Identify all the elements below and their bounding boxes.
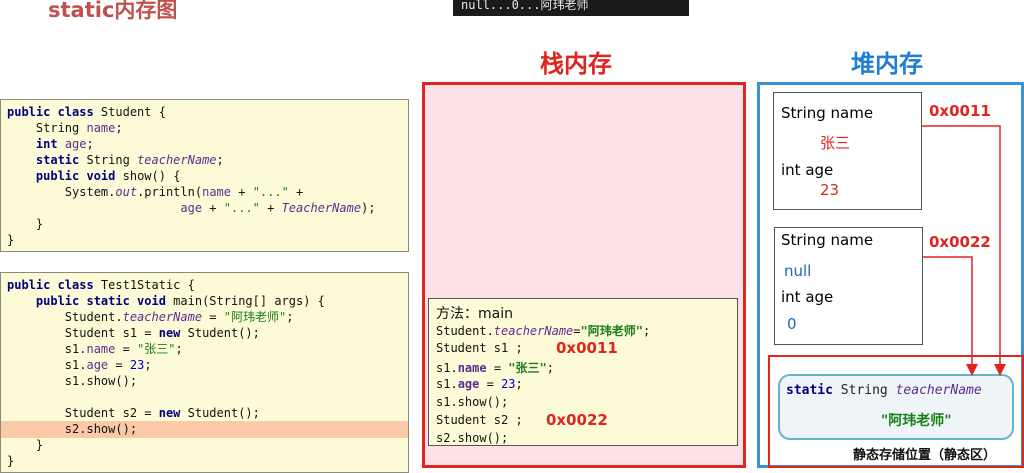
page-title: static内存图 — [48, 0, 178, 22]
code-line: } — [7, 217, 44, 231]
code-line: Student s1 = new Student(); — [7, 326, 260, 340]
code-line: age + "..." + TeacherName); — [180, 201, 376, 215]
code-line: public void show() { — [35, 169, 181, 183]
s1-address: 0x0011 — [556, 339, 618, 357]
test-class-code: public class Test1Static { public static… — [0, 272, 409, 473]
code-line: } — [7, 233, 15, 247]
code-line: static String teacherName; — [35, 153, 224, 167]
frame-line: Student s1 ; — [436, 341, 523, 355]
code-line: public class Student { — [7, 105, 166, 119]
code-line: public static void main(String[] args) { — [35, 294, 325, 308]
object-1-address: 0x0011 — [929, 102, 991, 120]
object-2-address: 0x0022 — [929, 233, 991, 251]
frame-line: s1.show(); — [436, 395, 509, 409]
name-field-value: 张三 — [820, 134, 851, 152]
static-field-box: static String teacherName "阿玮老师" — [778, 374, 1014, 440]
arrow-object2-to-static — [923, 256, 978, 376]
code-line: Student s2 = new Student(); — [7, 406, 260, 420]
code-line: String name; — [7, 121, 123, 135]
student-object-1: String name 张三 int age 23 — [773, 92, 922, 210]
code-line: } — [7, 454, 15, 468]
s2-address: 0x0022 — [546, 411, 608, 429]
student-class-code: public class Student { String name; int … — [0, 99, 409, 252]
method-header: 方法：main — [436, 306, 513, 322]
stack-title: 栈内存 — [540, 50, 612, 78]
frame-line: s2.show(); — [436, 431, 509, 445]
age-field-label: int age — [781, 161, 834, 179]
static-area — [768, 355, 1024, 468]
console-output: null...0...阿玮老师 — [453, 0, 689, 16]
frame-line: s1.age = 23; — [436, 377, 523, 391]
name-field-label: String name — [781, 231, 874, 249]
frame-line: Student s2 ; — [436, 413, 523, 427]
code-line: public class Test1Static { — [7, 278, 195, 292]
frame-line: s1.name = "张三"; — [436, 361, 554, 375]
student-object-2: String name null int age 0 — [774, 227, 923, 345]
code-line: } — [7, 438, 44, 452]
age-field-value: 23 — [820, 181, 840, 199]
name-field-label: String name — [781, 104, 874, 122]
code-line: Student.teacherName = "阿玮老师"; — [7, 310, 294, 324]
age-field-value: 0 — [787, 315, 797, 333]
name-field-value: null — [784, 262, 812, 280]
arrow-object1-to-static — [922, 125, 1006, 376]
code-line: int age; — [35, 137, 94, 151]
frame-line: Student.teacherName="阿玮老师"; — [436, 324, 651, 338]
main-method-frame: 方法：main Student.teacherName="阿玮老师"; Stud… — [428, 298, 738, 446]
code-line: s2.show(); — [7, 422, 138, 436]
heap-title: 堆内存 — [851, 50, 923, 78]
code-line: s1.age = 23; — [7, 358, 152, 372]
static-field-value: "阿玮老师" — [881, 413, 952, 429]
code-line: System.out.println(name + "..." + — [7, 185, 304, 199]
static-field-declaration: static String teacherName — [786, 383, 982, 398]
code-line: s1.name = "张三"; — [7, 342, 183, 356]
static-area-caption: 静态存储位置（静态区） — [853, 448, 997, 463]
age-field-label: int age — [781, 288, 834, 306]
code-line: s1.show(); — [7, 374, 138, 388]
